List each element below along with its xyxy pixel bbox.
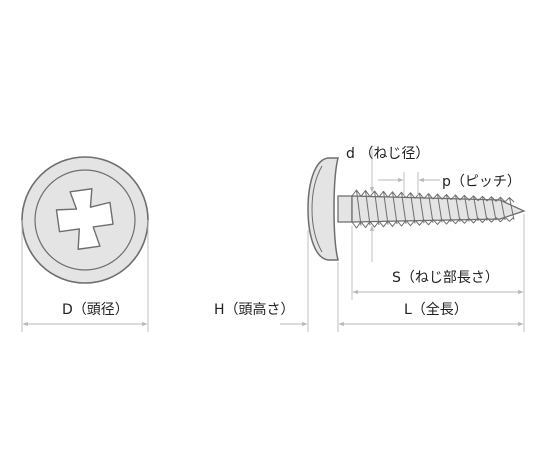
screw-thread-lines: [351, 189, 515, 229]
pitch-label: p（ピッチ）: [442, 174, 521, 190]
head-diameter-dimension: D（頭径）: [21, 220, 149, 332]
screw-shank: [337, 195, 353, 223]
screw-side-view: [307, 157, 526, 261]
thread-diameter-label: d （ねじ径）: [346, 146, 429, 162]
head-height-dimension: H（頭高さ）: [214, 230, 339, 332]
thread-length-label: S（ねじ部長さ）: [392, 270, 499, 286]
thread-crest-path: [351, 189, 515, 229]
total-length-label: L（全長）: [404, 301, 468, 318]
head-height-label: H（頭高さ）: [214, 301, 295, 318]
thread-diameter-dimension: d （ねじ径）: [346, 146, 429, 262]
thread-length-dimension: S（ねじ部長さ）: [351, 214, 525, 332]
screw-thread-body: [351, 195, 526, 223]
total-length-dimension: L（全長）: [338, 301, 524, 327]
head-front-view: [21, 156, 149, 284]
head-diameter-label: D（頭径）: [62, 302, 129, 318]
phillips-head-icon: [55, 188, 114, 250]
pitch-dimension: p（ピッチ）: [378, 172, 521, 196]
